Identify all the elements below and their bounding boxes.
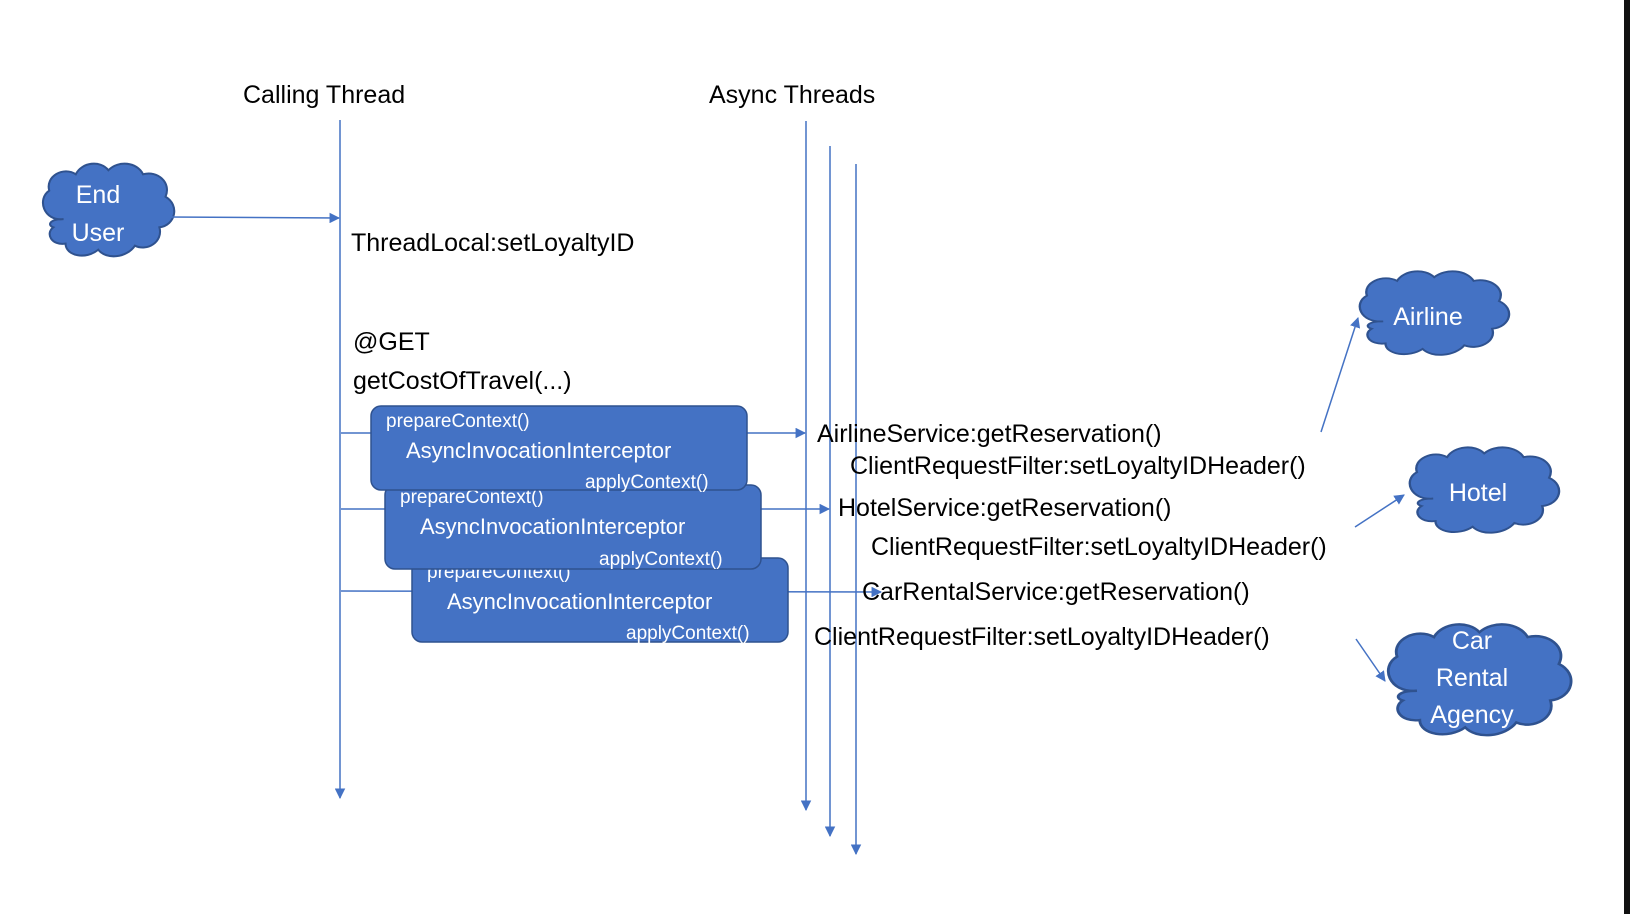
car-request-arrow: [1355, 638, 1386, 682]
hotel-cloud: Hotel: [1408, 446, 1561, 534]
end-user-cloud: End User: [41, 162, 176, 258]
async-threads-header: Async Threads: [709, 81, 875, 109]
car-cloud-label-line1: Car: [1452, 627, 1492, 655]
apply-context-label: applyContext(): [599, 549, 723, 570]
airline-cloud-label: Airline: [1393, 303, 1462, 331]
thread-local-label: ThreadLocal:setLoyaltyID: [351, 229, 634, 257]
prepare-context-label: prepareContext(): [386, 411, 530, 432]
hotel-cloud-label: Hotel: [1449, 479, 1507, 507]
car-cloud-label-line2: Rental: [1436, 664, 1508, 692]
end-user-label-line1: End: [76, 181, 120, 209]
hotel-service-call-label: HotelService:getReservation(): [838, 494, 1171, 522]
airline-filter-label: ClientRequestFilter:setLoyaltyIDHeader(): [850, 452, 1306, 480]
car-cloud-label-line3: Agency: [1430, 701, 1514, 729]
get-annotation-label: @GET: [353, 328, 430, 356]
get-method-label: getCostOfTravel(...): [353, 367, 572, 395]
end-user-request-arrow: [167, 212, 341, 224]
airline-request-arrow: [1320, 317, 1361, 433]
prepare-context-label: prepareContext(): [400, 487, 544, 508]
hotel-filter-label: ClientRequestFilter:setLoyaltyIDHeader(): [871, 533, 1327, 561]
apply-context-label: applyContext(): [626, 623, 750, 644]
interceptor-name-label: AsyncInvocationInterceptor: [420, 514, 685, 539]
hotel-request-arrow: [1354, 494, 1405, 528]
interceptor-box-1: prepareContext() AsyncInvocationIntercep…: [370, 405, 748, 493]
interceptor-name-label: AsyncInvocationInterceptor: [447, 589, 712, 614]
airline-cloud: Airline: [1358, 270, 1511, 357]
interceptor-name-label: AsyncInvocationInterceptor: [406, 438, 671, 463]
interceptor-box-2: prepareContext() AsyncInvocationIntercep…: [384, 484, 762, 570]
car-service-call-label: CarRentalService:getReservation(): [862, 578, 1250, 606]
airline-service-call-label: AirlineService:getReservation(): [817, 420, 1162, 448]
car-filter-label: ClientRequestFilter:setLoyaltyIDHeader(): [814, 623, 1270, 651]
apply-context-label: applyContext(): [585, 472, 709, 493]
interceptor-box-3: prepareContext() AsyncInvocationIntercep…: [411, 557, 789, 644]
calling-thread-header: Calling Thread: [243, 81, 405, 109]
right-border: [1624, 0, 1630, 914]
car-rental-agency-cloud: Car Rental Agency: [1386, 622, 1573, 737]
end-user-label-line2: User: [72, 219, 125, 247]
